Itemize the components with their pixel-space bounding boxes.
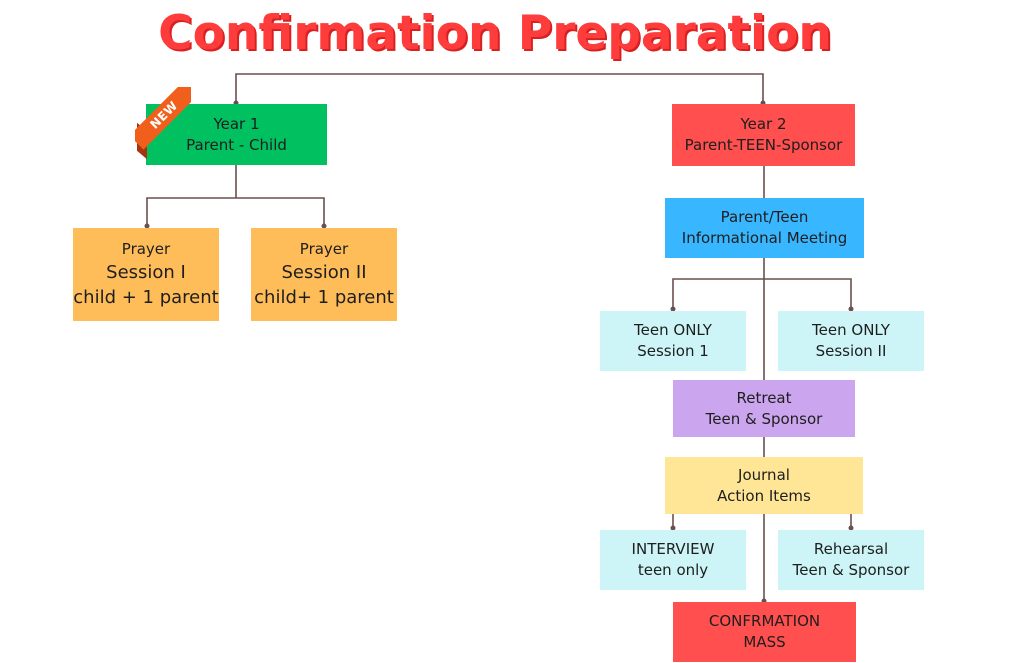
prayer1-line1: Prayer (121, 240, 171, 258)
teen-session-1-node: Teen ONLY Session 1 (600, 311, 746, 371)
prayer2-line1: Prayer (299, 240, 349, 258)
mass-line2: MASS (743, 633, 786, 651)
year2-node: Year 2 Parent-TEEN-Sponsor (672, 104, 855, 166)
new-ribbon-badge: NEW (135, 87, 191, 163)
year2-line1: Year 2 (740, 115, 787, 133)
journal-line2: Action Items (717, 486, 811, 505)
prayer1-line3: child + 1 parent (73, 287, 219, 308)
connector-teen-bracket (672, 278, 852, 309)
journal-line1: Journal (738, 465, 790, 484)
prayer1-line2: Session I (106, 262, 186, 283)
page-title: Confirmation Preparation (158, 6, 832, 61)
retreat-node: Retreat Teen & Sponsor (673, 380, 855, 437)
prayer-session-2-node: Prayer Session II child+ 1 parent (251, 228, 397, 321)
teen2-line1: Teen ONLY (812, 321, 890, 339)
connector-year1-prayer (146, 165, 325, 226)
retreat-line2: Teen & Sponsor (705, 409, 823, 428)
confirmation-mass-node: CONFRMATION MASS (673, 602, 856, 662)
year2-line2: Parent-TEEN-Sponsor (684, 136, 843, 154)
meeting-line2: Informational Meeting (681, 229, 848, 247)
interview-node: INTERVIEW teen only (600, 530, 746, 590)
rehearsal-line1: Rehearsal (813, 540, 889, 558)
interview-line2: teen only (637, 561, 709, 579)
mass-line1: CONFRMATION (708, 612, 821, 630)
interview-line1: INTERVIEW (631, 540, 715, 558)
retreat-line1: Retreat (736, 388, 792, 407)
informational-meeting-node: Parent/Teen Informational Meeting (665, 198, 864, 258)
teen-session-2-node: Teen ONLY Session II (778, 311, 924, 371)
prayer-session-1-node: Prayer Session I child + 1 parent (73, 228, 219, 321)
year1-line1: Year 1 (213, 114, 260, 133)
meeting-line1: Parent/Teen (720, 208, 809, 226)
teen1-line1: Teen ONLY (634, 321, 712, 339)
year1-line2: Parent - Child (186, 135, 287, 154)
rehearsal-line2: Teen & Sponsor (792, 561, 910, 579)
rehearsal-node: Rehearsal Teen & Sponsor (778, 530, 924, 590)
journal-node: Journal Action Items (665, 457, 863, 514)
teen1-line2: Session 1 (637, 342, 709, 360)
prayer2-line2: Session II (281, 262, 367, 283)
teen2-line2: Session II (815, 342, 887, 360)
connector-top-bracket (235, 73, 764, 103)
prayer2-line3: child+ 1 parent (254, 287, 394, 308)
new-badge-label: NEW (135, 87, 191, 150)
